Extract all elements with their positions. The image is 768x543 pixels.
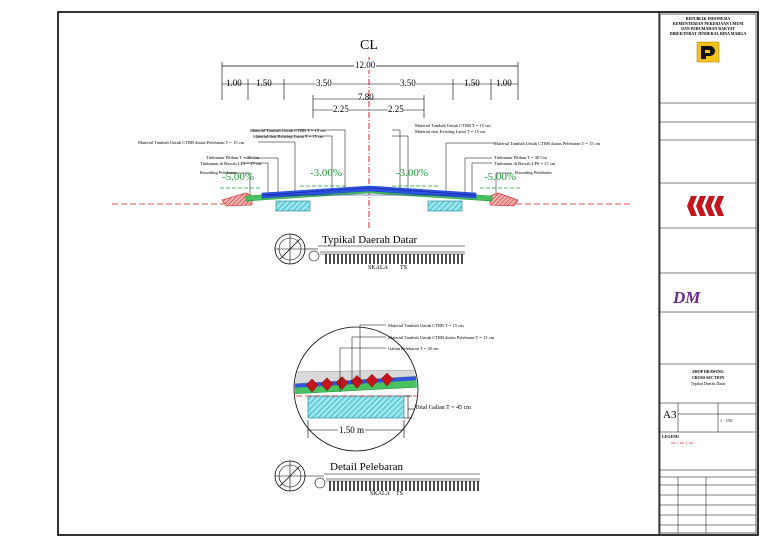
- dim-right-lane: 3.50: [400, 78, 416, 88]
- section-scale-label: SKALA: [368, 265, 389, 271]
- tb-header-3: DAN PERUMAHAN RAKYAT: [681, 26, 735, 31]
- detail-note-1: Material Tambah Untuk CTRB T = 15 cm: [388, 323, 464, 328]
- dim-left-widen: 1.50: [256, 78, 272, 88]
- note-left-1: Material Tambah Untuk CTRB T = 15 cm: [250, 128, 326, 133]
- note-left-5: Timbunan di Bawah LPS = 27 cm: [200, 161, 262, 166]
- detail-diamond: [305, 378, 319, 393]
- tb-header-4: DIREKTORAT JENDERAL BINA MARGA: [669, 31, 747, 36]
- note-left-3: Material Tambah Untuk CTRB diatas Peleba…: [138, 140, 245, 145]
- section-title: Typikal Daerah Datar: [322, 234, 418, 246]
- dim-left-half: 2.25: [333, 104, 349, 114]
- pu-logo: [696, 41, 720, 63]
- title-symbol-1: [274, 233, 465, 265]
- note-right-2: Material dari Existing Lama T = 15 cm: [415, 129, 486, 134]
- detail-diamond: [365, 373, 379, 388]
- detail-scale-value: TS: [396, 491, 404, 497]
- note-right-3: Material Tambah Untuk CTRB diatas Peleba…: [494, 141, 601, 146]
- dim-right-shoulder: 1.00: [496, 78, 512, 88]
- contractor-logo: [687, 196, 724, 216]
- detail-note-3: Galian Pelebaran T = 30 cm: [388, 346, 439, 351]
- tb-header-2: KEMENTERIAN PEKERJAAN UMUM: [672, 21, 744, 26]
- note-left-2: Material dari Existing Lama T = 15 cm: [253, 134, 324, 139]
- detail-circle: [293, 326, 419, 452]
- dim-total: 12.00: [354, 60, 377, 70]
- tb-header-1: REPUBLIK INDONESIA: [685, 16, 731, 21]
- detail-scale-label: SKALA: [370, 491, 391, 497]
- dim-existing: 7.80: [358, 92, 374, 102]
- detail-note-2: Material Tambah Untuk CTRB diatas Peleba…: [388, 335, 495, 340]
- svg-text:DM: DM: [672, 288, 701, 307]
- dim-right-half: 2.25: [388, 104, 404, 114]
- tb-drawing-title-2: CROSS SECTION: [691, 375, 725, 380]
- note-right-6: Rounding Pelebaran: [515, 170, 552, 175]
- slope-outer-right: -5.00%: [484, 171, 517, 183]
- note-left-4: Timbunan Pilihan T = 30 Cm: [206, 155, 259, 160]
- tb-scale-value: 1 : 1/50: [720, 418, 733, 423]
- detail-width: 1.50 m: [338, 425, 366, 435]
- dim-left-lane: 3.50: [316, 78, 332, 88]
- scale-bar-1: [325, 254, 463, 264]
- note-right-4: Timbunan Pilihan T = 30 Cm: [494, 155, 547, 160]
- dim-right-widen: 1.50: [464, 78, 480, 88]
- detail-title: Detail Pelebaran: [330, 461, 403, 473]
- tb-drawing-title-3: Typikal Daerah Datar: [690, 381, 726, 386]
- detail-total: Total Galian T = 45 cm: [415, 405, 471, 411]
- outer-frame: [57, 11, 759, 536]
- tb-sheet-size: A3: [663, 409, 677, 421]
- section-scale-value: TS: [400, 265, 408, 271]
- note-right-5: Timbunan di Bawah LPS = 27 cm: [494, 161, 556, 166]
- slope-inner-right: -3.00%: [396, 167, 429, 179]
- note-right-1: Material Tambah Untuk CTRB T = 15 cm: [415, 123, 491, 128]
- consultant-logo: DM: [672, 288, 701, 307]
- cl-label: CL: [360, 38, 378, 53]
- detail-diamond: [380, 372, 394, 387]
- scale-bar-2: [329, 481, 479, 491]
- tb-drawing-title-1: SHOP DRAWING: [692, 369, 724, 374]
- note-left-6: Rounding Pelebaran: [200, 170, 237, 175]
- slope-inner-left: -3.00%: [310, 167, 343, 179]
- dim-left-shoulder: 1.00: [226, 78, 242, 88]
- slope-outer-left: -5.00%: [222, 171, 255, 183]
- tb-legend-label: LEGEND: [662, 434, 679, 439]
- detail-diamond: [320, 377, 334, 392]
